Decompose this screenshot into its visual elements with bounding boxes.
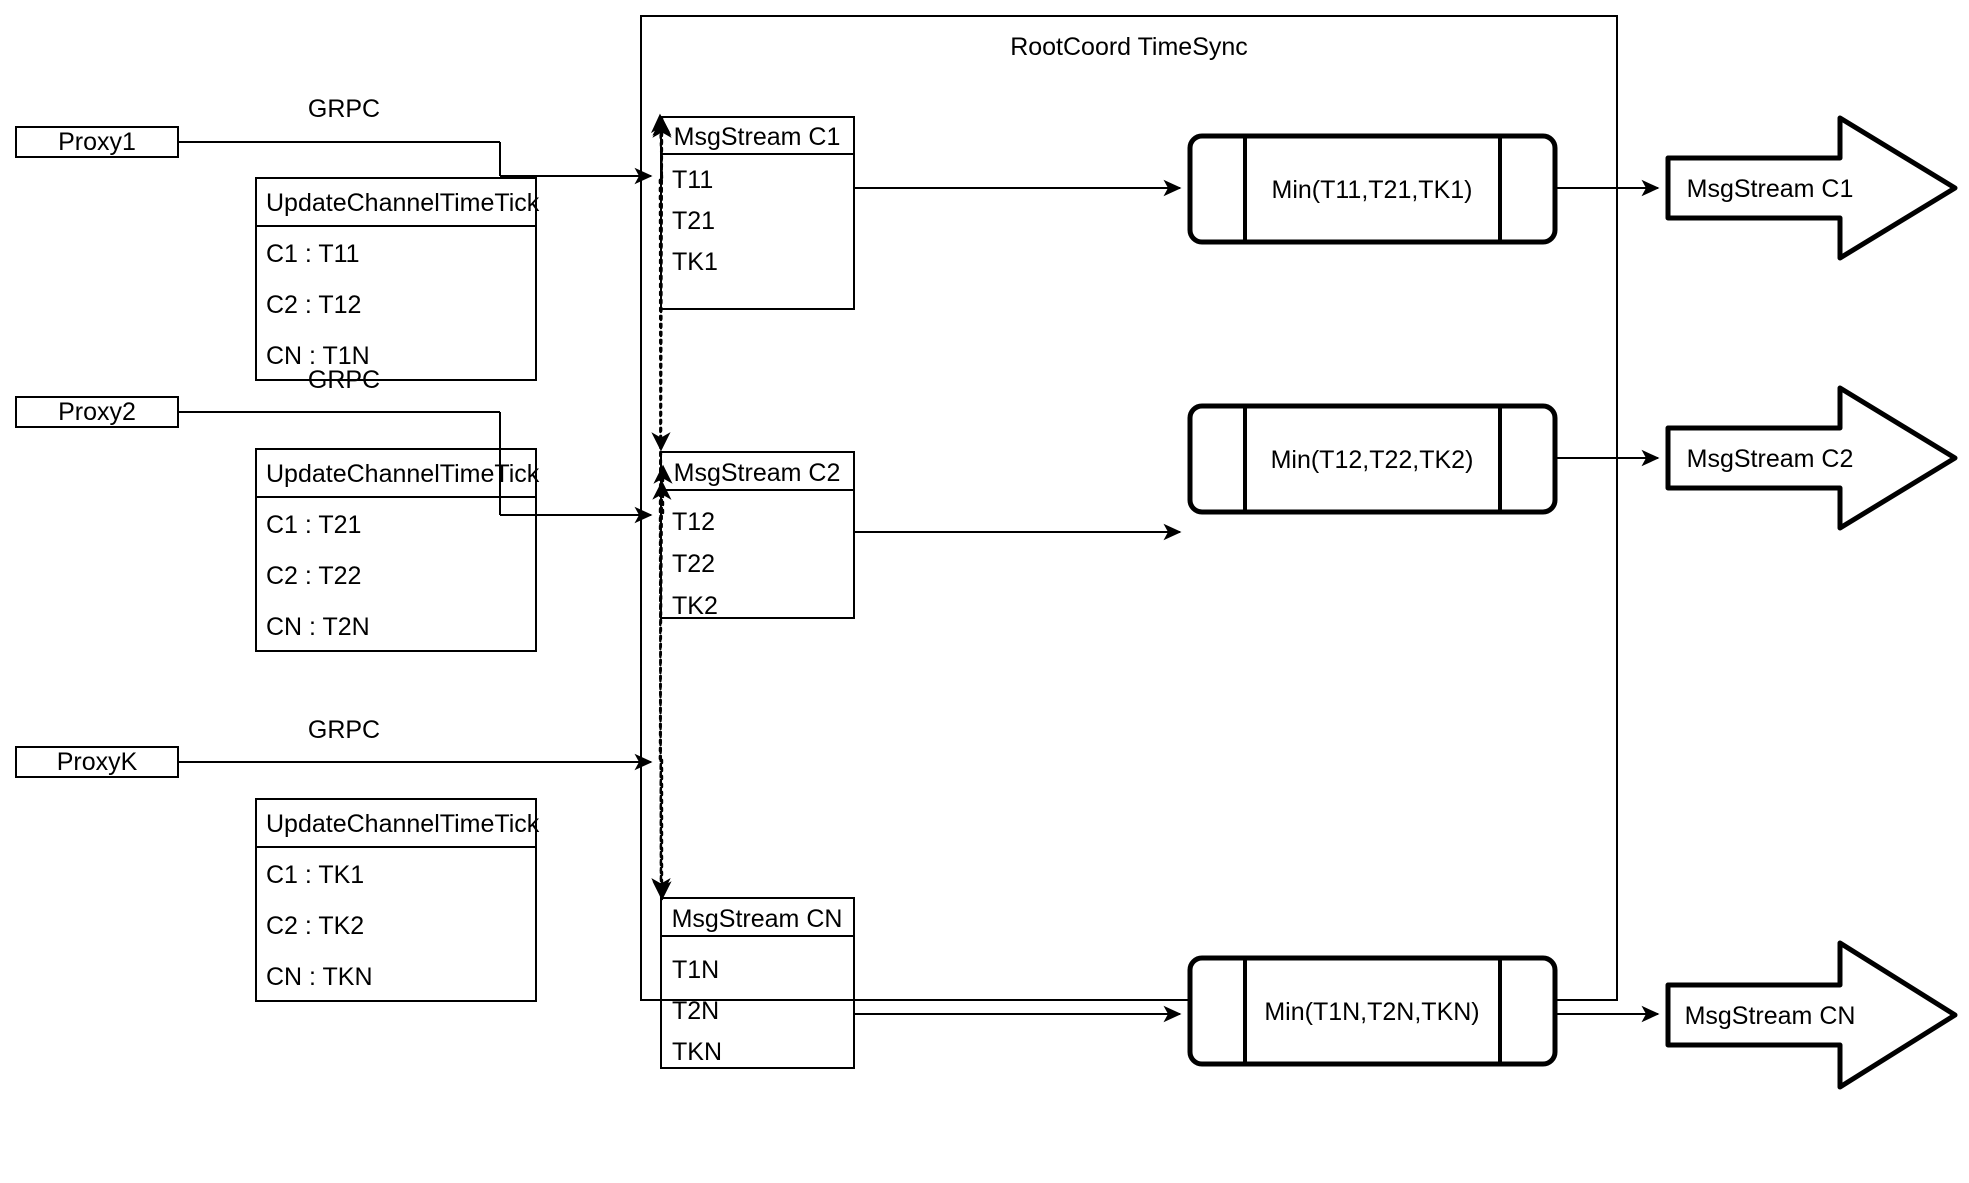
msgstream-entry: T2N: [672, 997, 719, 1025]
proxy-box-3[interactable]: ProxyK: [15, 746, 179, 778]
table-entry: C2 : TK2: [266, 912, 364, 940]
output-label-2: MsgStream C2: [1687, 445, 1854, 473]
output-block-arrow-3: MsgStream CN: [1665, 940, 1958, 1090]
table-header-2: UpdateChannelTimeTick: [266, 460, 540, 488]
update-channel-timetick-table-3: UpdateChannelTimeTick C1 : TK1 C2 : TK2 …: [255, 798, 540, 1002]
row-proxy2: Proxy2 GRPC UpdateChannelTimeTick C1 : T…: [15, 366, 1958, 652]
grpc-label-2: GRPC: [308, 366, 380, 394]
table-entry: C2 : T12: [266, 291, 361, 319]
proxy-label-3: ProxyK: [57, 748, 138, 776]
row-proxyk: ProxyK GRPC UpdateChannelTimeTick C1 : T…: [15, 716, 1958, 1090]
output-block-arrow-1: MsgStream C1: [1665, 115, 1958, 261]
msgstream-entry: T21: [672, 207, 715, 235]
proxy-label-1: Proxy1: [58, 128, 136, 156]
msgstream-header-2: MsgStream C2: [674, 459, 841, 487]
msgstream-entry: T1N: [672, 956, 719, 984]
msgstream-box-1: MsgStream C1 T11 T21 TK1: [660, 116, 855, 310]
table-entry: C1 : TK1: [266, 861, 364, 889]
min-process-box-1: Min(T11,T21,TK1): [1187, 133, 1558, 245]
min-label-1: Min(T11,T21,TK1): [1272, 176, 1473, 204]
row-proxy1: Proxy1 GRPC UpdateChannelTimeTick C1 : T…: [15, 95, 1958, 381]
min-process-box-3: Min(T1N,T2N,TKN): [1187, 955, 1558, 1067]
msgstream-entry: TK1: [672, 248, 718, 276]
msgstream-entry: TK2: [672, 592, 718, 620]
output-label-3: MsgStream CN: [1685, 1002, 1856, 1030]
msgstream-header-1: MsgStream C1: [674, 123, 841, 151]
grpc-label-3: GRPC: [308, 716, 380, 744]
grpc-label-1: GRPC: [308, 95, 380, 123]
table-entry: C1 : T21: [266, 511, 361, 539]
min-label-3: Min(T1N,T2N,TKN): [1264, 998, 1479, 1026]
min-label-2: Min(T12,T22,TK2): [1271, 446, 1474, 474]
proxy-label-2: Proxy2: [58, 398, 136, 426]
proxy-box-1[interactable]: Proxy1: [15, 126, 179, 158]
msgstream-entry: TKN: [672, 1038, 722, 1066]
table-header-1: UpdateChannelTimeTick: [266, 189, 540, 217]
update-channel-timetick-table-1: UpdateChannelTimeTick C1 : T11 C2 : T12 …: [255, 177, 540, 381]
table-header-3: UpdateChannelTimeTick: [266, 810, 540, 838]
table-entry: CN : T2N: [266, 613, 370, 641]
table-entry: CN : T1N: [266, 342, 370, 370]
update-channel-timetick-table-2: UpdateChannelTimeTick C1 : T21 C2 : T22 …: [255, 448, 540, 652]
msgstream-box-3: MsgStream CN T1N T2N TKN: [660, 897, 855, 1069]
msgstream-box-2: MsgStream C2 T12 T22 TK2: [660, 451, 855, 620]
msgstream-entry: T11: [672, 166, 713, 194]
table-entry: C2 : T22: [266, 562, 361, 590]
min-process-box-2: Min(T12,T22,TK2): [1187, 403, 1558, 515]
msgstream-header-3: MsgStream CN: [672, 905, 843, 933]
table-entry: CN : TKN: [266, 963, 373, 991]
dotted-connections: [650, 113, 673, 901]
output-label-1: MsgStream C1: [1687, 175, 1854, 203]
msgstream-entry: T12: [672, 508, 715, 536]
rootcoord-container: RootCoord TimeSync: [640, 15, 1618, 1001]
table-entry: C1 : T11: [266, 240, 360, 268]
output-block-arrow-2: MsgStream C2: [1665, 385, 1958, 531]
rootcoord-container-title: RootCoord TimeSync: [1010, 33, 1248, 61]
msgstream-entry: T22: [672, 550, 715, 578]
proxy-box-2[interactable]: Proxy2: [15, 396, 179, 428]
